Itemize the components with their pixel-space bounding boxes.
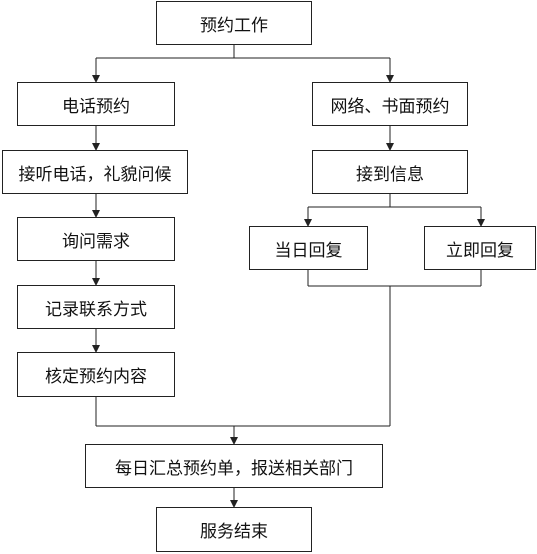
node-answer-call: 接听电话，礼貌问候 <box>2 150 188 194</box>
node-service-end: 服务结束 <box>156 507 312 552</box>
node-receive-info: 接到信息 <box>312 150 468 194</box>
node-phone-booking: 电话预约 <box>17 82 175 126</box>
node-confirm-booking: 核定预约内容 <box>17 352 175 397</box>
node-start: 预约工作 <box>156 1 312 45</box>
node-web-written-booking: 网络、书面预约 <box>312 82 468 126</box>
node-daily-summary: 每日汇总预约单，报送相关部门 <box>85 444 383 488</box>
node-immediate-reply: 立即回复 <box>424 226 536 270</box>
node-ask-needs: 询问需求 <box>17 217 175 261</box>
node-record-contact: 记录联系方式 <box>17 285 175 329</box>
node-same-day-reply: 当日回复 <box>249 226 368 270</box>
